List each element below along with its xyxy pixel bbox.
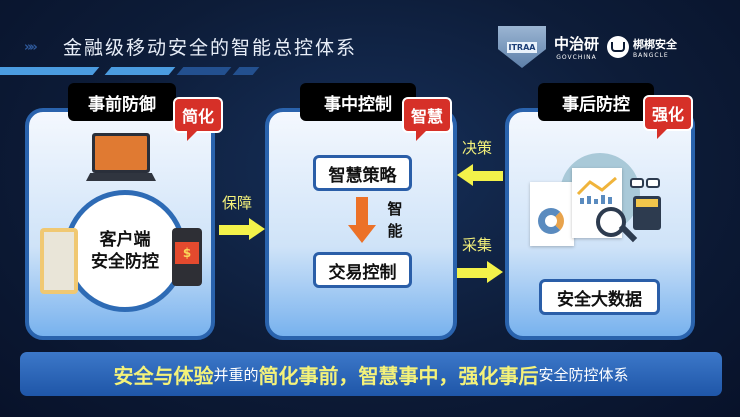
vertical-char: 能	[387, 222, 403, 240]
smart-vertical-label: 智 能	[385, 198, 405, 242]
tablet-icon	[40, 228, 78, 294]
summary-seg-1: 安全与体验	[113, 363, 214, 388]
pie-chart-icon	[538, 208, 564, 234]
page-title: 金融级移动安全的智能总控体系	[63, 37, 358, 59]
govchina-logo-en: GOVCHINA	[556, 54, 597, 61]
logo-group: ITRAA 中治研 GOVCHINA 梆梆安全 BANGCLE	[498, 26, 677, 68]
summary-seg-3: 简化事前，智慧事中，强化事后	[258, 363, 539, 388]
govchina-logo: 中治研 GOVCHINA	[554, 33, 599, 61]
title-underline-stripe	[176, 67, 232, 75]
arrow-label-decision: 决策	[462, 139, 493, 157]
arrow-right-icon	[457, 261, 503, 283]
phone-icon: $	[172, 228, 202, 286]
arrow-right-icon	[219, 218, 265, 240]
dollar-icon: $	[175, 242, 199, 264]
bangcle-mark-icon	[607, 36, 630, 58]
summary-seg-2: 并重的	[213, 365, 259, 384]
badge-simplify: 简化	[173, 97, 223, 141]
client-security-circle: 客户端 安全防控	[64, 190, 186, 312]
arrow-label-collect: 采集	[462, 236, 493, 254]
bangcle-logo: 梆梆安全 BANGCLE	[607, 36, 677, 59]
title-underline-stripe	[0, 67, 100, 75]
badge-smart: 智慧	[402, 97, 452, 141]
line-chart-icon	[576, 176, 617, 204]
bangcle-logo-cn: 梆梆安全	[633, 37, 678, 51]
govchina-logo-cn: 中治研	[554, 35, 600, 53]
itraa-logo: ITRAA	[498, 26, 546, 68]
arrow-left-icon	[457, 164, 503, 186]
down-arrow-icon	[348, 197, 376, 247]
laptop-icon	[86, 133, 156, 183]
title-underline-stripe	[104, 67, 176, 75]
itraa-logo-text: ITRAA	[506, 41, 538, 53]
chevrons-icon: »»	[24, 40, 38, 55]
glasses-icon	[630, 173, 664, 188]
smart-strategy-box: 智慧策略	[313, 155, 412, 191]
magnifier-icon	[596, 207, 626, 237]
vertical-char: 智	[387, 200, 403, 218]
panel-header-pre: 事前防御	[68, 83, 176, 121]
badge-strengthen: 强化	[643, 95, 693, 139]
circle-line2: 安全防控	[91, 252, 159, 272]
circle-line1: 客户端	[99, 230, 151, 250]
calculator-icon	[633, 196, 661, 230]
transaction-control-box: 交易控制	[313, 252, 412, 288]
arrow-label-guarantee: 保障	[222, 194, 253, 212]
bangcle-logo-en: BANGCLE	[633, 51, 669, 59]
panel-header-mid: 事中控制	[300, 83, 416, 121]
summary-seg-4: 安全防控体系	[538, 365, 629, 384]
summary-banner: 安全与体验 并重的 简化事前，智慧事中，强化事后 安全防控体系	[20, 352, 722, 396]
security-big-data-box: 安全大数据	[539, 279, 660, 315]
panel-header-post: 事后防控	[538, 83, 654, 121]
